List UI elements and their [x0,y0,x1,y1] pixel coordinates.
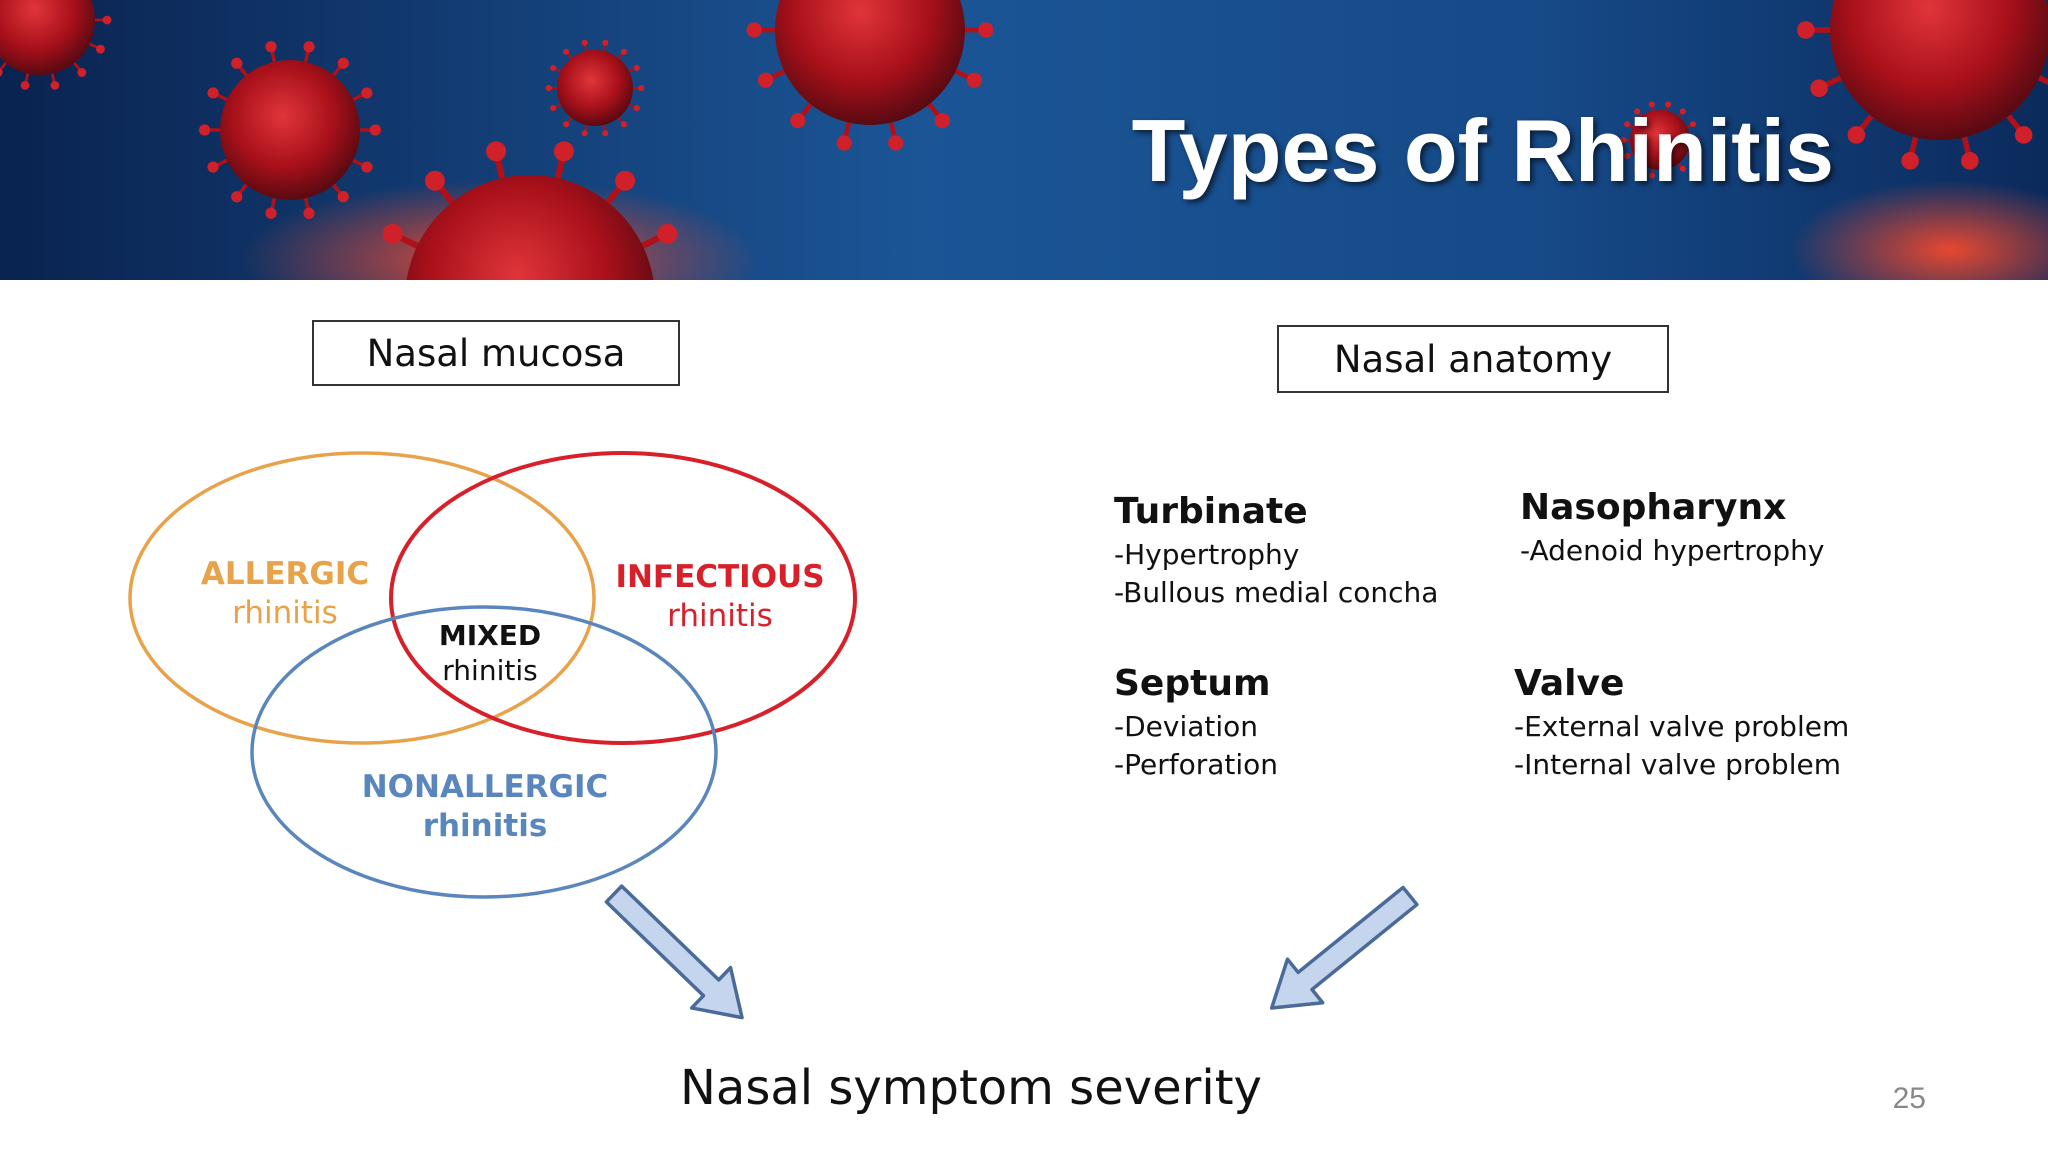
slide-title: Types of Rhinitis [1131,101,1834,200]
page-number: 25 [1892,1082,1926,1115]
nonallergic-label: NONALLERGIC rhinitis [361,769,609,844]
category-item: -External valve problem [1514,710,1850,743]
virus-icon [545,39,645,137]
virus-illustrations [0,0,2048,280]
nasal-anatomy-box: Nasal anatomy [1277,325,1669,393]
category-heading: Turbinate [1114,491,1308,532]
virus-icon [1620,101,1700,179]
category-turbinate: Turbinate -Hypertrophy -Bullous medial c… [1114,488,1438,612]
converging-arrows [604,884,1419,1020]
virus-icon [199,41,381,219]
category-heading: Septum [1114,663,1271,704]
category-item: -Deviation [1114,710,1259,743]
left-arrow [604,884,744,1020]
allergic-label: ALLERGIC rhinitis [200,556,370,631]
virus-icon [746,0,994,151]
category-item: -Adenoid hypertrophy [1520,534,1825,567]
category-nasopharynx: Nasopharynx -Adenoid hypertrophy [1520,484,1824,570]
infectious-circle [389,451,857,745]
nasal-mucosa-box: Nasal mucosa [312,320,680,386]
rhinitis-venn-diagram [128,451,857,899]
virus-icon [1797,0,2048,170]
header-banner [0,0,2048,280]
category-item: -Internal valve problem [1514,748,1841,781]
virus-icon [382,141,678,280]
category-valve: Valve -External valve problem -Internal … [1514,660,1849,784]
mixed-label: MIXED rhinitis [438,619,542,687]
category-item: -Bullous medial concha [1114,576,1439,609]
category-item: -Hypertrophy [1114,538,1300,571]
virus-icon [0,0,112,90]
allergic-circle [128,451,596,745]
category-septum: Septum -Deviation -Perforation [1114,660,1278,784]
category-heading: Nasopharynx [1520,487,1787,528]
infectious-label: INFECTIOUS rhinitis [615,559,825,634]
right-arrow [1269,885,1419,1010]
category-heading: Valve [1514,663,1625,704]
nasal-symptom-severity-label: Nasal symptom severity [680,1060,1262,1116]
category-item: -Perforation [1114,748,1279,781]
nonallergic-circle [250,605,718,899]
